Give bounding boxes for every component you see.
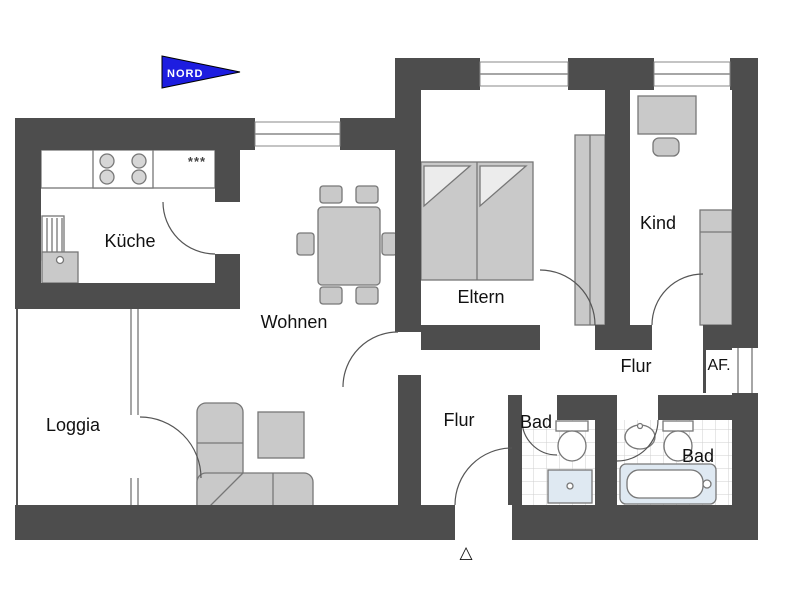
wall-segment <box>732 58 758 348</box>
wall-segment <box>398 375 421 505</box>
room-label-flur-lower: Flur <box>444 410 475 430</box>
wall-segment <box>605 90 630 350</box>
wall-segment <box>512 505 758 540</box>
bathtub-inner <box>626 469 704 499</box>
freezer-marks: *** <box>188 154 206 169</box>
stove-burner <box>131 169 147 185</box>
room-label-kind: Kind <box>640 213 676 233</box>
room-label-flur-upper: Flur <box>621 356 652 376</box>
basin-faucet-icon <box>636 422 644 430</box>
room-label-kueche: Küche <box>104 231 155 251</box>
dining-table <box>317 206 381 286</box>
windows <box>16 61 753 505</box>
furniture <box>40 95 733 520</box>
door-arc-entrance <box>454 447 513 506</box>
tub-faucet-icon <box>702 479 712 489</box>
toilet-tank <box>662 420 694 432</box>
room-label-loggia: Loggia <box>46 415 101 435</box>
bed-pillow <box>479 165 528 208</box>
wall-segment <box>340 118 398 150</box>
stove-burner <box>99 169 115 185</box>
sink-faucet-icon <box>55 255 65 265</box>
wall-segment <box>658 395 732 420</box>
shower-drain <box>566 482 574 490</box>
coffee-table <box>257 411 305 459</box>
wall-segment <box>630 325 652 350</box>
dining-chair <box>355 185 379 204</box>
wall-segment <box>395 58 421 332</box>
wall-segment <box>15 283 240 309</box>
desk <box>637 95 697 135</box>
north-pennant <box>161 55 241 89</box>
door-arc-living <box>342 331 399 388</box>
bed-pillow <box>423 165 472 208</box>
walls <box>15 58 758 540</box>
room-label-eltern: Eltern <box>457 287 504 307</box>
room-label-bad-large: Bad <box>682 446 714 466</box>
wall-segment <box>215 254 240 283</box>
door-arc-loggia <box>139 416 202 479</box>
door-arc-child <box>651 273 704 326</box>
desk-chair <box>652 137 680 157</box>
dining-chair <box>296 232 315 256</box>
wall-segment <box>557 395 595 420</box>
wall-segment <box>15 118 255 150</box>
toilet <box>557 430 587 462</box>
wall-segment <box>568 58 654 90</box>
dining-chair <box>381 232 398 256</box>
dining-chair <box>319 286 343 305</box>
wall-segment <box>595 325 605 350</box>
dining-chair <box>355 286 379 305</box>
bath-fixtures <box>547 420 717 505</box>
wall-segment <box>215 150 240 202</box>
child-bed <box>699 209 733 326</box>
doors <box>139 201 704 506</box>
wall-segment <box>703 325 732 350</box>
north-arrow: NORD <box>161 55 241 89</box>
toilet-tank <box>555 420 589 432</box>
room-label-bad-small: Bad <box>520 412 552 432</box>
wall-segment <box>15 505 455 540</box>
door-arc-kitchen <box>162 201 216 255</box>
sofa-seam <box>204 472 244 512</box>
wall-segment <box>421 325 540 350</box>
room-label-wohnen: Wohnen <box>261 312 328 332</box>
af-partition <box>703 350 706 393</box>
entrance-marker: △ <box>459 543 473 562</box>
labels: Küche Wohnen Eltern Kind Flur AF. Flur B… <box>46 154 731 466</box>
door-arc-parents <box>539 269 596 326</box>
room-label-af: AF. <box>707 357 730 374</box>
dining-chair <box>319 185 343 204</box>
door-arc-bad-large <box>616 419 659 462</box>
wall-segment <box>15 118 41 293</box>
north-label: NORD <box>167 68 203 80</box>
wall-segment <box>595 395 617 505</box>
door-arc-bad-small <box>521 419 558 456</box>
toilet <box>663 430 693 462</box>
stove-burner <box>99 153 115 169</box>
wall-segment <box>508 395 522 505</box>
stove-burner <box>131 153 147 169</box>
